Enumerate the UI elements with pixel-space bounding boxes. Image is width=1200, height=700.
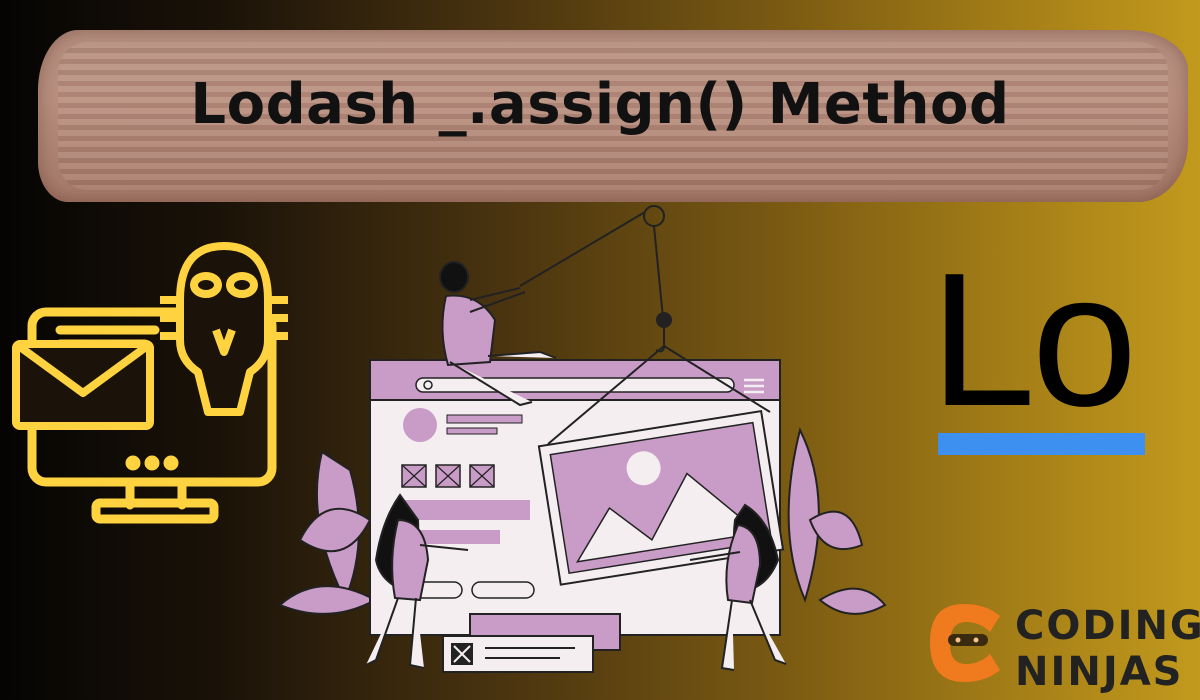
brand-line-1: CODING [1015, 603, 1200, 649]
envelope-icon [12, 340, 154, 430]
owl-icon [160, 242, 288, 416]
title-brush-stroke [38, 30, 1188, 202]
leaf-plant-right [787, 427, 887, 615]
image-card [537, 410, 785, 586]
person-pulling [439, 261, 557, 407]
lodash-logo-underline [938, 433, 1145, 455]
menu-icon [744, 378, 764, 394]
page-title: Lodash _.assign() Method [190, 72, 1010, 137]
leaf-plant-left [278, 450, 378, 615]
popup-card [442, 613, 621, 673]
coding-ninjas-logo-icon [930, 604, 1000, 682]
brand-line-2: NINJAS [1015, 649, 1184, 695]
lodash-logo: Lo [930, 234, 1137, 446]
person-right [689, 503, 787, 671]
pulley [519, 205, 771, 445]
person-left [365, 493, 469, 669]
